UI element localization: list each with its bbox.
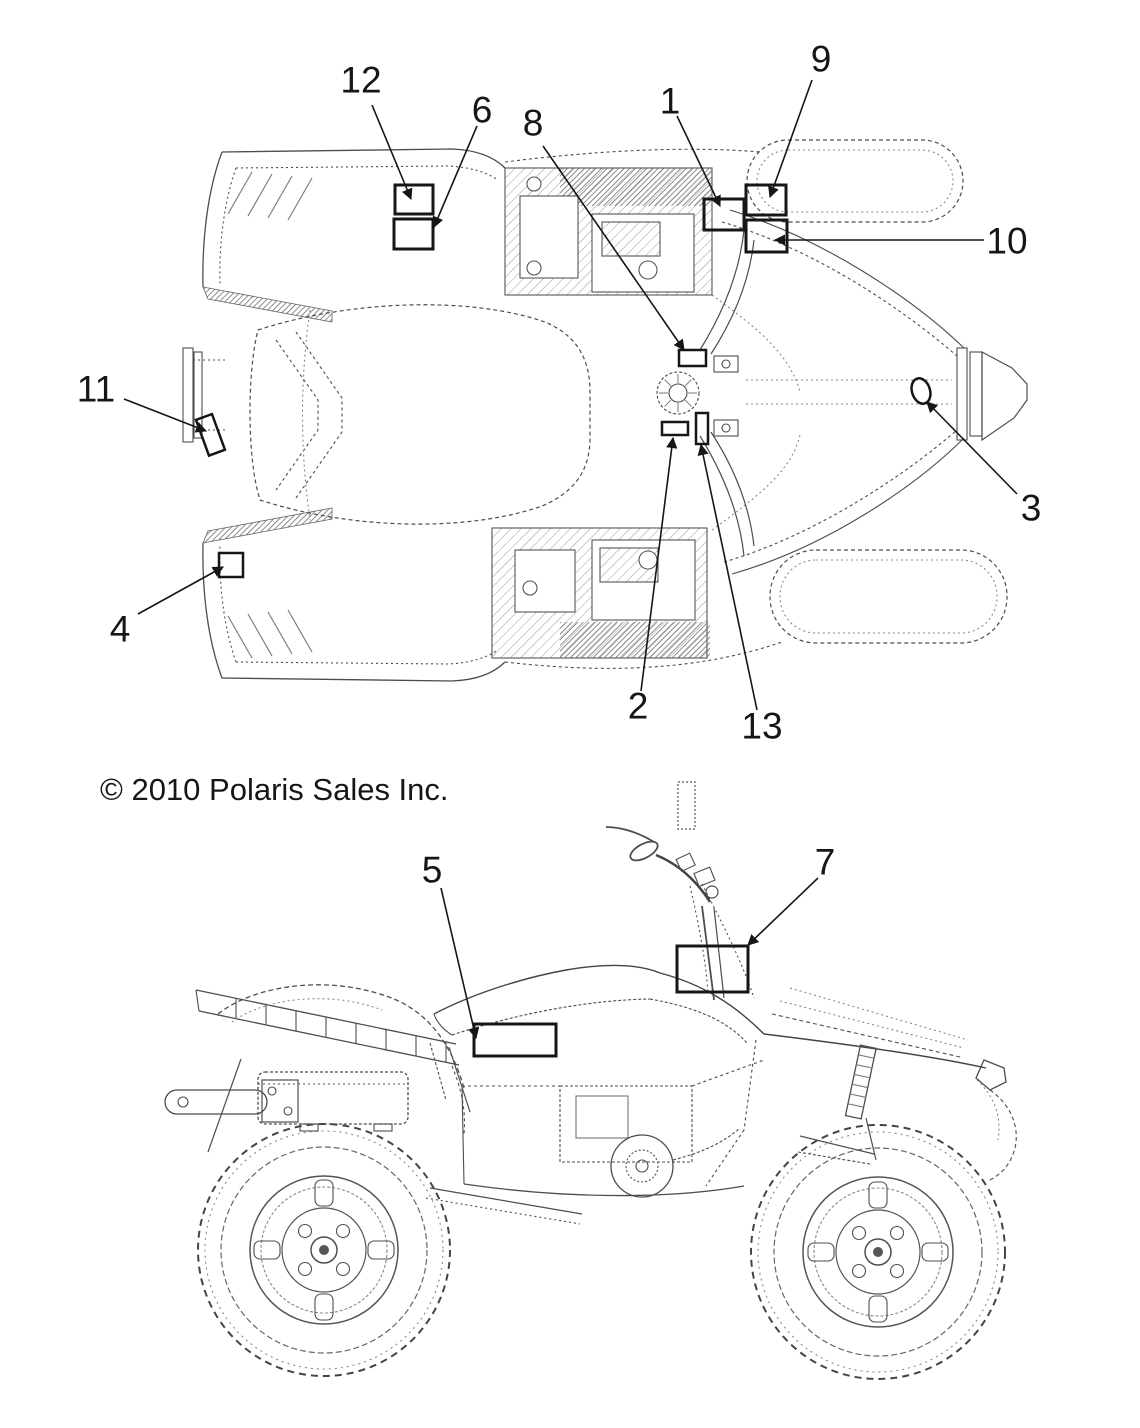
decal-box-4 — [217, 551, 245, 579]
callout-7-leader — [747, 877, 819, 946]
hitch — [164, 1058, 299, 1153]
callout-7: 7 — [675, 842, 836, 994]
callout-5-leader — [440, 887, 480, 1040]
callout-5: 5 — [422, 850, 558, 1058]
front-fender-upper — [746, 139, 964, 223]
callouts-layer: 1 2 3 4 5 6 7 — [77, 39, 1042, 1058]
callout-8-leader — [542, 145, 685, 351]
rear-fender-upper — [202, 148, 506, 323]
callout-9-label: 9 — [811, 39, 832, 80]
rear-fender-side — [217, 984, 465, 1135]
rear-bumper — [182, 347, 228, 443]
top-view-drawing — [182, 139, 1028, 682]
front-shock — [797, 1044, 877, 1165]
seat-top-view — [249, 304, 591, 525]
callout-1-label: 1 — [660, 81, 681, 122]
callout-4: 4 — [110, 551, 245, 650]
body-side — [649, 972, 987, 1069]
callout-13-label: 13 — [741, 706, 782, 747]
decal-oval-3 — [910, 377, 932, 405]
callout-9-leader — [768, 79, 813, 199]
callout-4-label: 4 — [110, 609, 131, 650]
decal-box-8 — [677, 348, 708, 368]
callout-11-label: 11 — [77, 369, 115, 410]
callout-8: 8 — [523, 103, 708, 368]
rear-fender-lower — [202, 507, 506, 682]
callout-4-leader — [137, 566, 224, 615]
decal-box-6 — [392, 217, 435, 251]
side-view-drawing — [164, 781, 1017, 1380]
callout-7-label: 7 — [815, 842, 836, 883]
callout-13: 13 — [694, 411, 783, 747]
decal-box-9 — [744, 183, 788, 217]
decal-box-2 — [660, 420, 690, 437]
callout-5-label: 5 — [422, 850, 443, 891]
decal-box-11 — [194, 412, 227, 458]
body-silhouette-lines — [504, 148, 801, 669]
rear-wheel — [197, 1123, 451, 1377]
callout-12-leader — [371, 104, 413, 201]
footwell-lower — [491, 527, 710, 659]
callout-1: 1 — [660, 81, 746, 232]
steering-pod — [656, 355, 739, 437]
callout-3-label: 3 — [1021, 488, 1042, 529]
front-wheel — [750, 1124, 1006, 1380]
callout-6-leader — [432, 125, 478, 229]
nose-and-front-fender — [975, 1059, 1017, 1182]
callout-6: 6 — [392, 90, 493, 251]
callout-12-label: 12 — [340, 60, 381, 101]
callout-8-label: 8 — [523, 103, 544, 144]
decal-box-5 — [472, 1022, 558, 1058]
callout-3-leader — [926, 401, 1018, 495]
decal-box-1 — [702, 197, 746, 232]
front-bumper — [956, 347, 1028, 442]
callout-3: 3 — [910, 377, 1042, 529]
callout-1-leader — [676, 115, 721, 208]
callout-2-leader — [640, 436, 678, 692]
engine-and-frame — [425, 1039, 765, 1225]
front-rack-rails — [721, 209, 965, 575]
callout-10: 10 — [744, 218, 1028, 262]
copyright-text: © 2010 Polaris Sales Inc. — [100, 772, 449, 807]
toolbox — [257, 1071, 409, 1132]
decal-box-7 — [675, 944, 750, 994]
handlebar-assembly — [605, 826, 755, 1001]
callout-13-leader — [697, 443, 758, 711]
footwell-upper — [504, 167, 713, 296]
front-fender-lower — [769, 549, 1008, 644]
callout-2: 2 — [628, 420, 690, 727]
callout-12: 12 — [340, 60, 435, 216]
callout-11-leader — [123, 398, 208, 433]
decal-box-10 — [744, 218, 789, 254]
blank-decal-outline — [677, 781, 696, 830]
callout-2-label: 2 — [628, 686, 649, 727]
rear-rack-side — [195, 989, 471, 1113]
callout-9: 9 — [744, 39, 832, 217]
callout-10-label: 10 — [986, 221, 1027, 262]
decal-box-12 — [393, 183, 435, 216]
callout-6-label: 6 — [472, 90, 493, 131]
decal-box-13 — [694, 411, 710, 446]
callout-11: 11 — [77, 369, 227, 458]
rear-rack-chevrons — [275, 331, 343, 499]
